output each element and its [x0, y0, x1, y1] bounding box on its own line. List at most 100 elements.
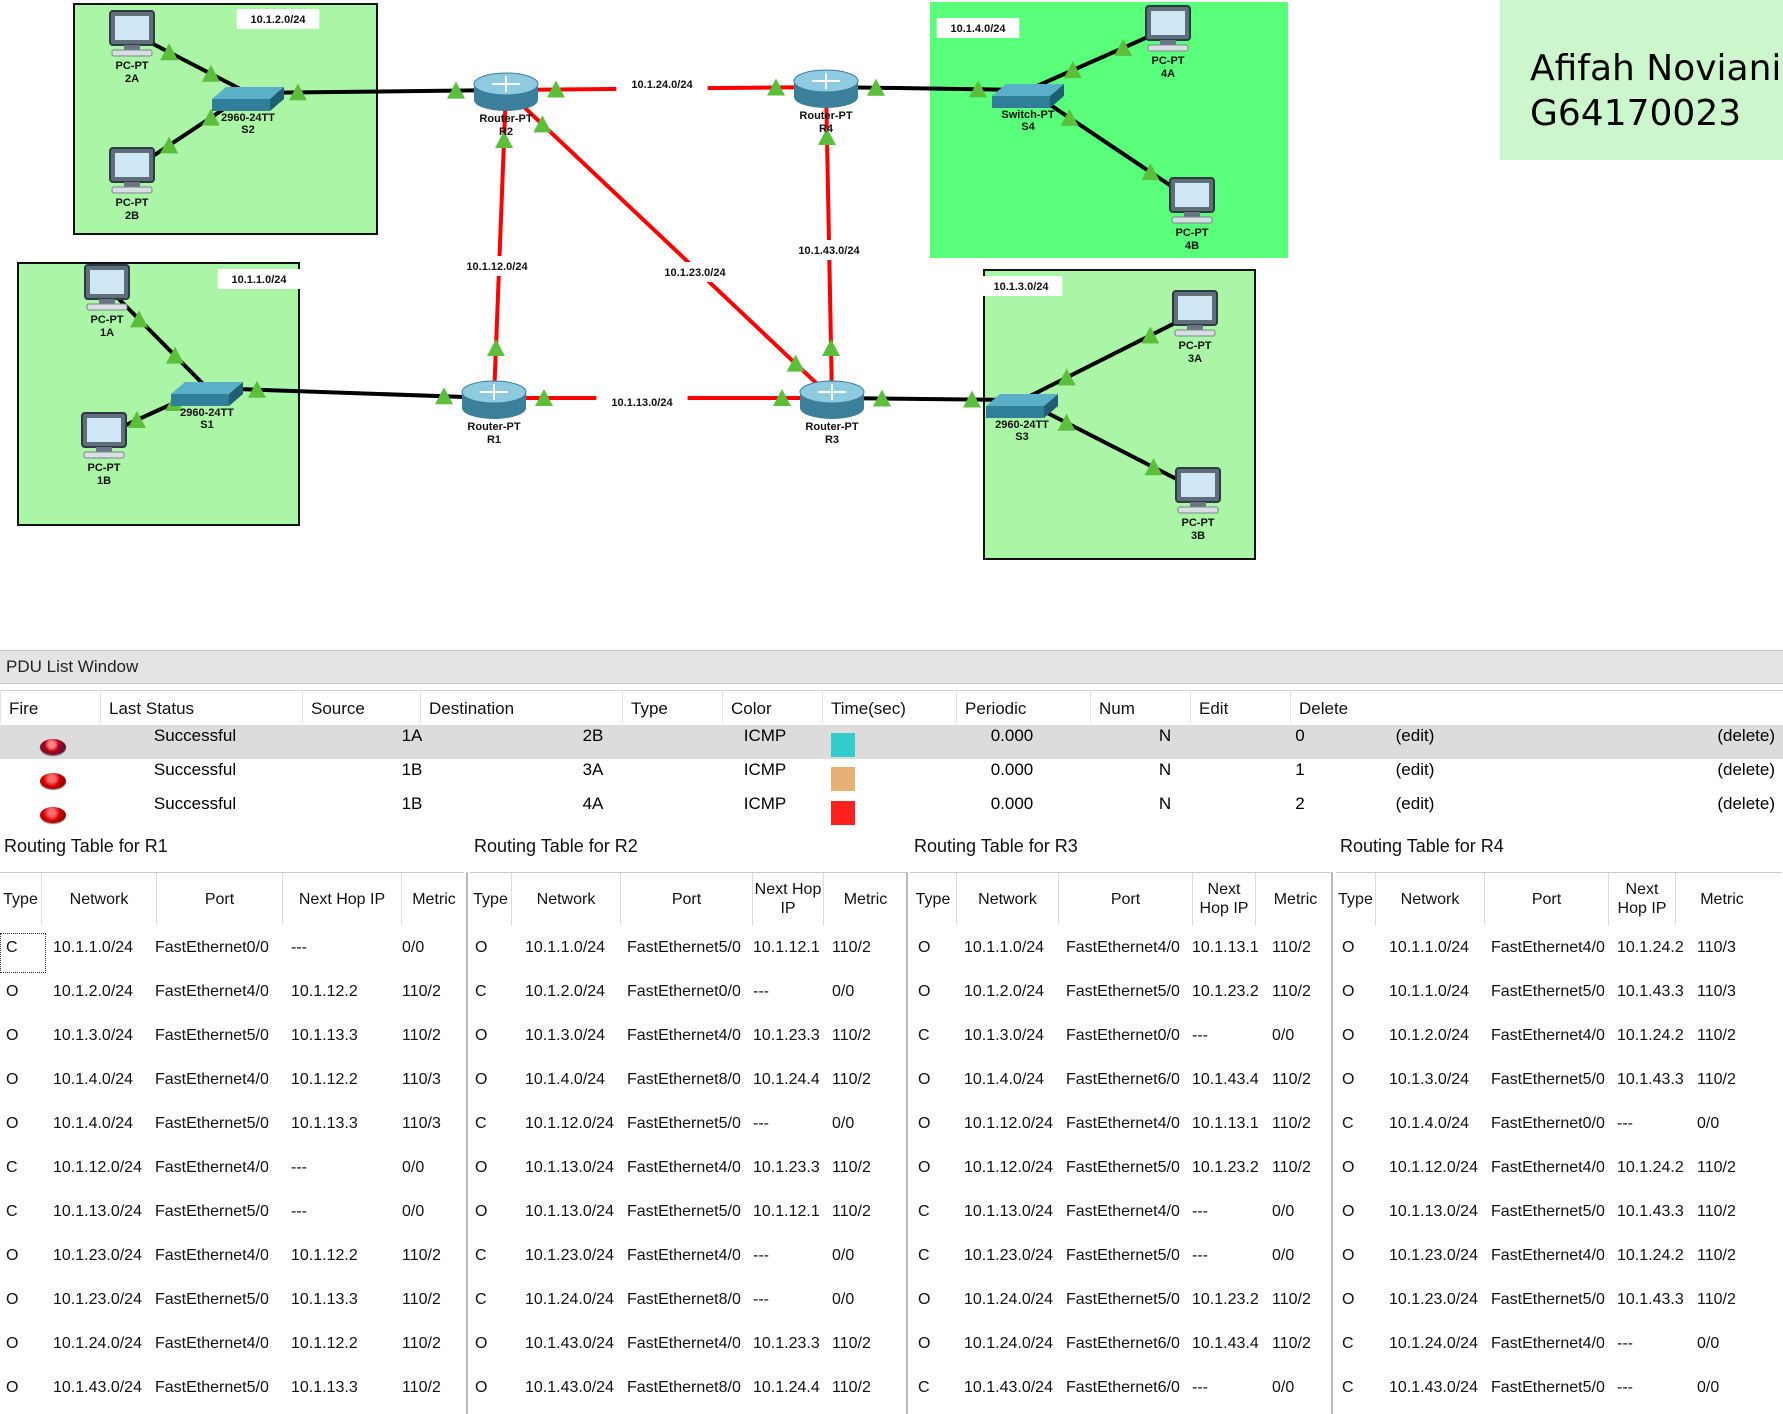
route-network[interactable]: 10.1.43.0/24: [1389, 1379, 1478, 1396]
column-header-network[interactable]: Network: [511, 873, 620, 925]
route-port[interactable]: FastEthernet5/0: [1066, 983, 1180, 1000]
route-port[interactable]: FastEthernet5/0: [627, 939, 741, 956]
route-port[interactable]: FastEthernet4/0: [155, 983, 269, 1000]
route-type[interactable]: O: [475, 1203, 488, 1220]
route-network[interactable]: 10.1.1.0/24: [1389, 939, 1470, 956]
route-port[interactable]: FastEthernet4/0: [1066, 1203, 1180, 1220]
route-port[interactable]: FastEthernet5/0: [155, 1027, 269, 1044]
route-type[interactable]: O: [6, 1115, 19, 1132]
route-next-hop[interactable]: 10.1.23.3: [753, 1027, 820, 1044]
route-next-hop[interactable]: ---: [1617, 1379, 1633, 1396]
route-type[interactable]: O: [475, 1335, 488, 1352]
route-port[interactable]: FastEthernet4/0: [155, 1335, 269, 1352]
route-network[interactable]: 10.1.23.0/24: [53, 1291, 142, 1308]
column-header-port[interactable]: Port: [156, 873, 282, 925]
route-next-hop[interactable]: ---: [1617, 1115, 1633, 1132]
route-metric[interactable]: 0/0: [832, 1291, 855, 1308]
route-metric[interactable]: 110/2: [1272, 1291, 1311, 1308]
route-metric[interactable]: 110/2: [832, 1159, 871, 1176]
route-next-hop[interactable]: 10.1.24.2: [1617, 1027, 1684, 1044]
route-next-hop[interactable]: 10.1.23.3: [753, 1159, 820, 1176]
route-type[interactable]: C: [918, 1027, 930, 1044]
route-next-hop[interactable]: 10.1.12.2: [291, 1247, 358, 1264]
pdu-edit-link[interactable]: (edit): [1395, 794, 1435, 813]
column-header-metric[interactable]: Metric: [823, 873, 907, 925]
route-type[interactable]: O: [6, 983, 19, 1000]
route-metric[interactable]: 110/2: [832, 1027, 871, 1044]
route-metric[interactable]: 0/0: [402, 939, 425, 956]
route-next-hop[interactable]: 10.1.13.3: [291, 1115, 358, 1132]
route-metric[interactable]: 110/3: [402, 1115, 441, 1132]
route-next-hop[interactable]: 10.1.12.2: [291, 1335, 358, 1352]
route-network[interactable]: 10.1.1.0/24: [525, 939, 606, 956]
route-network[interactable]: 10.1.4.0/24: [53, 1071, 134, 1088]
column-header-type[interactable]: Type: [915, 890, 951, 908]
column-header-type[interactable]: Type: [473, 890, 508, 908]
route-metric[interactable]: 110/2: [402, 1027, 441, 1044]
column-header-next-hop-ip[interactable]: Next Hop IP: [1608, 873, 1675, 925]
pdu-column-edit[interactable]: Edit: [1190, 691, 1290, 723]
route-metric[interactable]: 110/2: [1697, 1203, 1736, 1220]
column-header-next-hop-ip[interactable]: Next Hop IP: [282, 873, 401, 925]
route-type[interactable]: O: [918, 1291, 931, 1308]
cable-link[interactable]: [504, 88, 834, 400]
route-next-hop[interactable]: 10.1.43.3: [1617, 1203, 1684, 1220]
route-network[interactable]: 10.1.4.0/24: [53, 1115, 134, 1132]
route-network[interactable]: 10.1.43.0/24: [525, 1335, 614, 1352]
route-next-hop[interactable]: 10.1.43.3: [1617, 1071, 1684, 1088]
route-network[interactable]: 10.1.4.0/24: [964, 1071, 1045, 1088]
column-header-next-hop-ip[interactable]: Next Hop IP: [1192, 873, 1255, 925]
route-metric[interactable]: 110/3: [1697, 939, 1736, 956]
route-metric[interactable]: 110/2: [1697, 1027, 1736, 1044]
route-type[interactable]: O: [6, 1247, 19, 1264]
route-type[interactable]: C: [475, 1115, 487, 1132]
author-name-note[interactable]: Afifah Noviani G64170023: [1500, 0, 1783, 160]
pdu-column-destination[interactable]: Destination: [420, 691, 622, 723]
route-port[interactable]: FastEthernet4/0: [627, 1027, 741, 1044]
column-header-network[interactable]: Network: [1375, 873, 1484, 925]
route-network[interactable]: 10.1.12.0/24: [964, 1159, 1053, 1176]
route-next-hop[interactable]: ---: [291, 939, 307, 956]
route-next-hop[interactable]: 10.1.12.2: [291, 1071, 358, 1088]
route-type[interactable]: C: [475, 983, 487, 1000]
route-next-hop[interactable]: 10.1.43.4: [1192, 1335, 1259, 1352]
route-metric[interactable]: 110/2: [1697, 1159, 1736, 1176]
table-divider[interactable]: [906, 872, 908, 1414]
route-network[interactable]: 10.1.13.0/24: [525, 1203, 614, 1220]
route-port[interactable]: FastEthernet0/0: [155, 939, 269, 956]
route-metric[interactable]: 0/0: [1272, 1027, 1295, 1044]
route-next-hop[interactable]: 10.1.24.2: [1617, 1159, 1684, 1176]
fire-button-icon[interactable]: [40, 739, 66, 755]
route-type[interactable]: O: [1342, 1203, 1355, 1220]
route-network[interactable]: 10.1.12.0/24: [53, 1159, 142, 1176]
route-port[interactable]: FastEthernet4/0: [155, 1071, 269, 1088]
route-port[interactable]: FastEthernet6/0: [1066, 1379, 1180, 1396]
cable-link[interactable]: [1027, 26, 1169, 92]
route-next-hop[interactable]: 10.1.13.1: [1192, 1115, 1259, 1132]
cable-link[interactable]: [247, 88, 507, 95]
route-metric[interactable]: 110/2: [832, 1071, 871, 1088]
route-metric[interactable]: 110/2: [402, 1291, 441, 1308]
route-next-hop[interactable]: 10.1.24.4: [753, 1379, 820, 1396]
route-type[interactable]: C: [918, 1203, 930, 1220]
column-header-metric[interactable]: Metric: [401, 873, 466, 925]
route-type[interactable]: O: [6, 1379, 19, 1396]
route-network[interactable]: 10.1.3.0/24: [964, 1027, 1045, 1044]
route-next-hop[interactable]: 10.1.12.1: [753, 1203, 820, 1220]
route-port[interactable]: FastEthernet8/0: [627, 1071, 741, 1088]
route-network[interactable]: 10.1.13.0/24: [53, 1203, 142, 1220]
route-network[interactable]: 10.1.1.0/24: [964, 939, 1045, 956]
route-network[interactable]: 10.1.13.0/24: [964, 1203, 1053, 1220]
route-metric[interactable]: 0/0: [402, 1159, 425, 1176]
route-next-hop[interactable]: ---: [291, 1203, 307, 1220]
route-metric[interactable]: 110/2: [1697, 1291, 1736, 1308]
route-network[interactable]: 10.1.23.0/24: [1389, 1291, 1478, 1308]
